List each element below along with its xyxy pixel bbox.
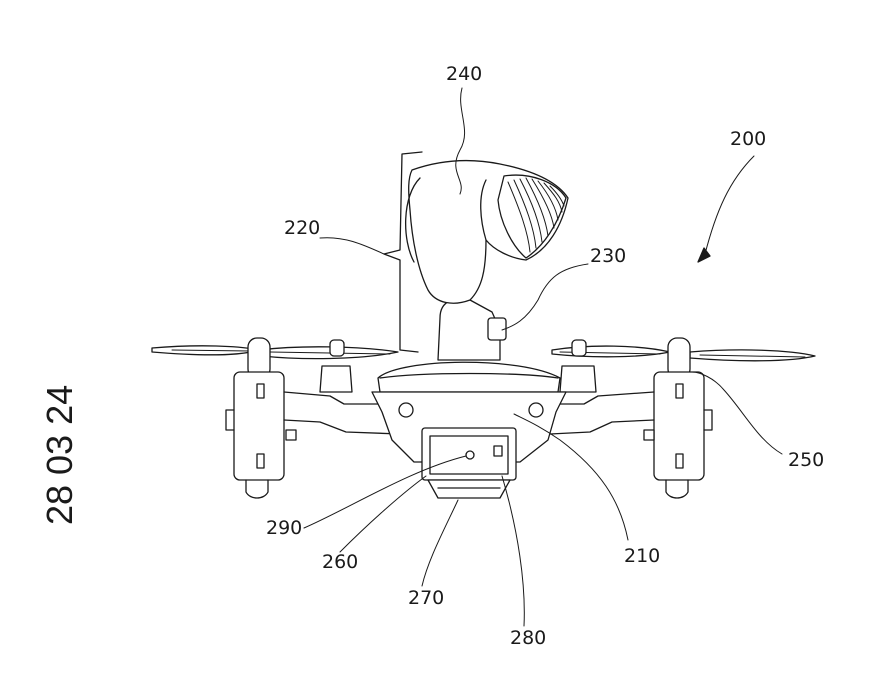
label-270: 270 — [408, 587, 444, 609]
central-body — [371, 361, 567, 463]
right-motor-pod — [643, 337, 713, 499]
label-220: 220 — [284, 217, 320, 239]
camera-unit — [421, 427, 517, 499]
leader-lines — [303, 87, 783, 627]
grille-ribs — [507, 177, 565, 253]
label-210: 210 — [624, 545, 660, 567]
sensor-head — [405, 159, 569, 361]
arms — [283, 391, 655, 435]
label-200: 200 — [730, 128, 766, 150]
rear-rotors — [319, 339, 597, 393]
label-290: 290 — [266, 517, 302, 539]
label-240: 240 — [446, 63, 482, 85]
page-code: 28 03 24 — [39, 385, 80, 525]
label-280: 280 — [510, 627, 546, 649]
label-230: 230 — [590, 245, 626, 267]
left-propeller — [151, 345, 399, 360]
label-250: 250 — [788, 449, 824, 471]
left-motor-pod — [225, 337, 297, 499]
label-260: 260 — [322, 551, 358, 573]
reference-labels: 240 200 220 230 250 290 210 260 270 280 — [266, 63, 824, 649]
